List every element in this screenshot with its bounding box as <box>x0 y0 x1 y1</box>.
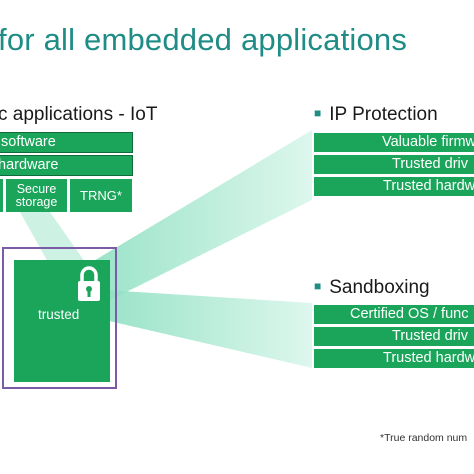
sandboxing-heading: ■Sandboxing <box>314 277 430 298</box>
secure-storage-cell: Secure storage <box>6 179 67 212</box>
ip-protection-heading: ■IP Protection <box>314 104 438 125</box>
hardware-row: hardware <box>0 155 133 176</box>
sandbox-row-3: Trusted hardw <box>314 349 474 368</box>
trusted-block <box>14 260 110 382</box>
iot-heading: c applications - IoT <box>0 104 158 125</box>
page-title: for all embedded applications <box>0 22 408 57</box>
ip-row-2: Trusted driv <box>314 155 474 174</box>
lock-icon <box>78 266 100 301</box>
footnote: *True random num <box>380 432 468 444</box>
beam-left-panel <box>20 212 85 262</box>
trng-cell: TRNG* <box>70 179 132 212</box>
beam-sandboxing <box>105 290 312 368</box>
beam-ip-protection <box>92 130 312 300</box>
cell-partial <box>0 179 3 212</box>
ip-row-1: Valuable firmw <box>314 133 474 152</box>
software-label: software <box>1 134 56 150</box>
software-row: software <box>0 132 133 153</box>
trusted-label: trusted <box>38 307 80 322</box>
sandbox-row-1: Certified OS / func <box>314 305 474 324</box>
square-bullet: ■ <box>314 106 322 120</box>
hardware-label: hardware <box>0 157 59 173</box>
square-bullet: ■ <box>314 279 322 293</box>
sandbox-row-2: Trusted driv <box>314 327 474 346</box>
trusted-frame <box>2 247 117 389</box>
ip-row-3: Trusted hardw <box>314 177 474 196</box>
